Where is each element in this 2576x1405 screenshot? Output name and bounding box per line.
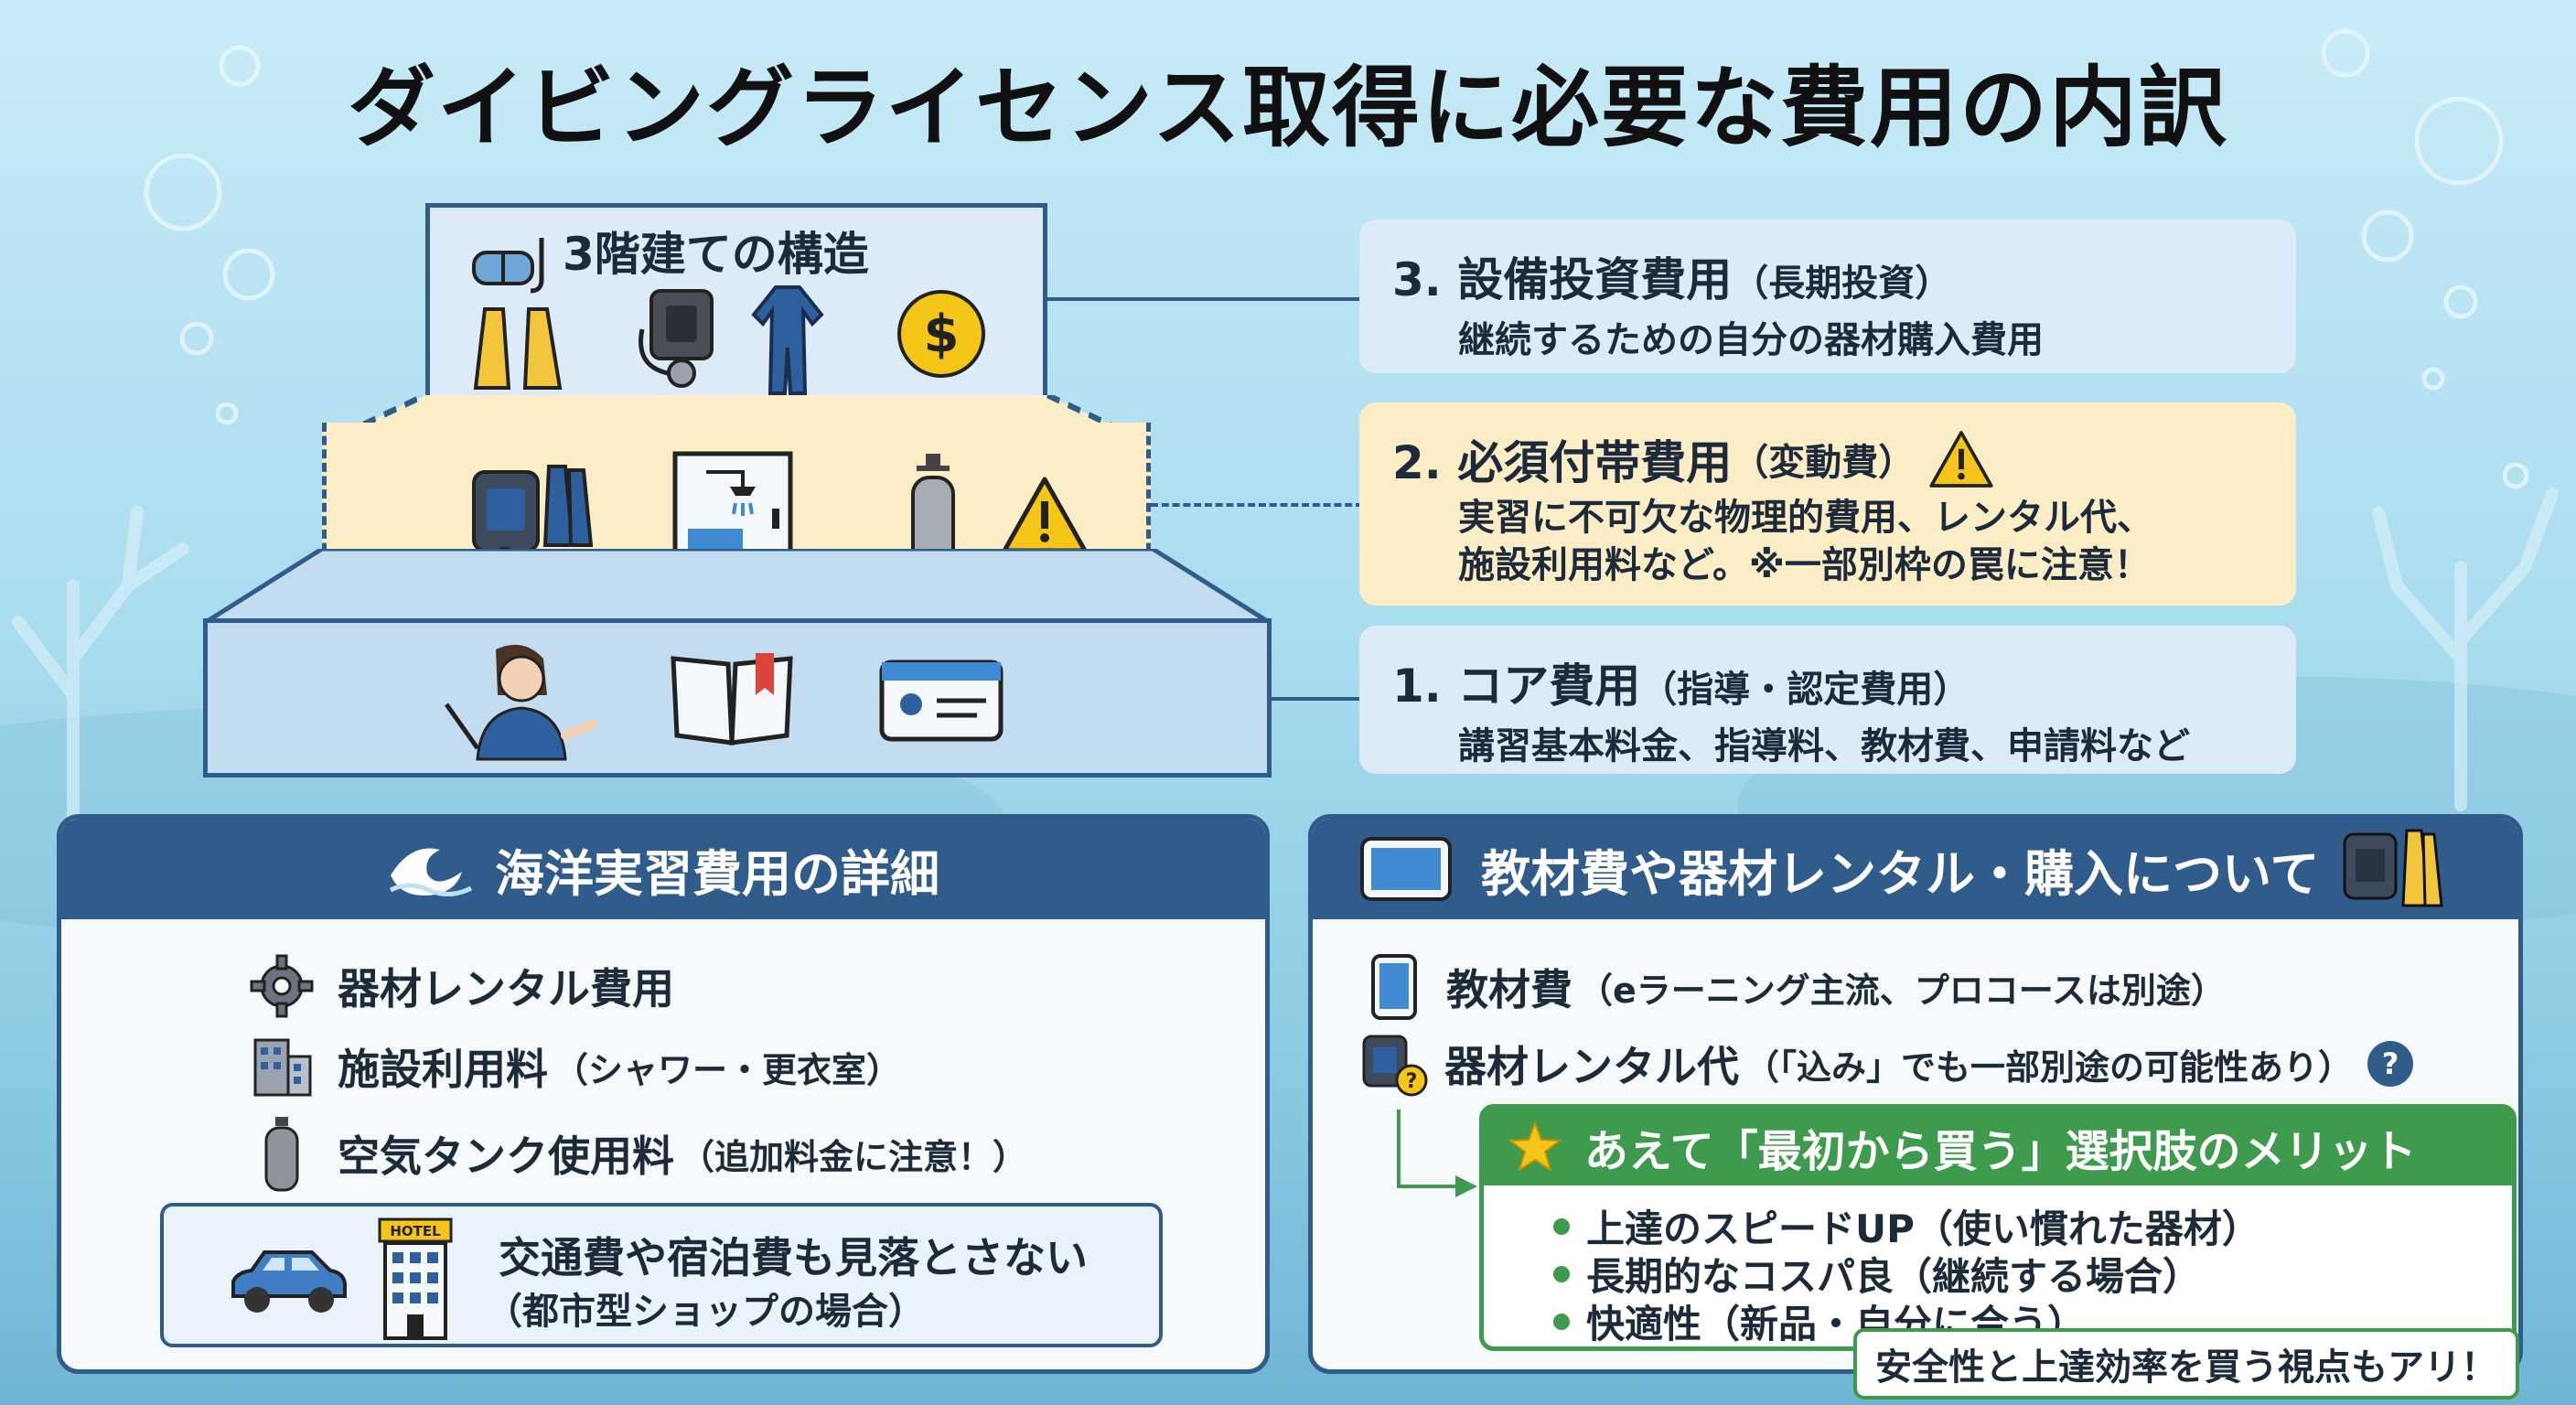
svg-text:?: ? <box>2382 1046 2399 1081</box>
fins-icon <box>473 307 563 390</box>
pyramid-label: 3階建ての構造 <box>563 228 869 281</box>
travel-cost-line-1: 交通費や宿泊費も見落とさない <box>499 1233 1088 1282</box>
page-title: ダイビングライセンス取得に必要な費用の内訳 <box>347 57 2229 159</box>
merit-box: あえて「最初から買う」選択肢のメリット 上達のスピードUP（使い慣れた器材） 長… <box>1479 1104 2517 1351</box>
bcd-regulator-icon <box>639 289 714 388</box>
material-item-textbook-label: 教材費 <box>1446 965 1572 1014</box>
license-card-icon <box>879 660 1004 742</box>
material-item-textbook-sub: （eラーニング主流、プロコースは別途） <box>1578 970 2226 1011</box>
cost-title-tier-2: 2. 必須付帯費用（変動費） <box>1392 426 2263 492</box>
dollar-coin-icon: $ <box>897 290 985 378</box>
merit-note: 安全性と上達効率を買う視点もアリ！ <box>1853 1328 2519 1400</box>
svg-text:?: ? <box>1406 1070 1418 1093</box>
arrow-connector <box>1397 1110 1477 1197</box>
building-icon <box>253 1038 312 1097</box>
merit-item: 上達のスピードUP（使い慣れた器材） <box>1553 1198 2260 1254</box>
bcd-question-icon: ? <box>1362 1035 1428 1097</box>
ocean-practice-panel: 海洋実習費用の詳細 器材レンタル費用 施設利用料 （シャワー・更衣室） 空気タン… <box>57 814 1270 1374</box>
star-icon <box>1508 1121 1562 1173</box>
ocean-item-tank-sub: （追加料金に注意！） <box>680 1136 1028 1177</box>
material-item-textbook: 教材費 （eラーニング主流、プロコースは別途） <box>1369 952 2226 1022</box>
material-item-rental: ? 器材レンタル代 （「込み」でも一部別途の可能性あり） ? <box>1358 1027 2415 1100</box>
material-item-rental-sub: （「込み」でも一部別途の可能性あり） <box>1744 1046 2354 1088</box>
ocean-item-facility-sub: （シャワー・更衣室） <box>553 1049 902 1090</box>
air-tank-icon <box>264 1117 299 1192</box>
wetsuit-icon <box>751 285 824 395</box>
warning-icon <box>1929 431 1993 488</box>
car-icon <box>231 1250 347 1313</box>
materials-panel: 教材費や器材レンタル・購入について 教材費 （eラーニング主流、プロコースは別途… <box>1308 814 2523 1374</box>
ocean-panel-title: 海洋実習費用の詳細 <box>495 844 939 903</box>
svg-text:$: $ <box>924 305 960 364</box>
cost-box-tier-2: 2. 必須付帯費用（変動費） 実習に不可欠な物理的費用、レンタル代、 施設利用料… <box>1359 402 2296 606</box>
gear-icon <box>250 954 314 1018</box>
cost-box-tier-3: 3. 設備投資費用（長期投資） 継続するための自分の器材購入費用 <box>1359 220 2296 373</box>
tier-2-sub: （変動費） <box>1732 442 1916 484</box>
connector-tier-2 <box>1151 503 1363 507</box>
materials-panel-header: 教材費や器材レンタル・購入について <box>1313 819 2518 919</box>
merit-item-text: 上達のスピードUP（使い慣れた器材） <box>1586 1207 2260 1251</box>
tier-1-desc: 講習基本料金、指導料、教材費、申請料など <box>1458 725 2190 767</box>
cost-title-tier-1: 1. コア費用（指導・認定費用） <box>1392 649 2263 715</box>
merit-title: あえて「最初から買う」選択肢のメリット <box>1584 1126 2417 1177</box>
tablet-icon <box>1371 954 1417 1020</box>
tier-3-title: 3. 設備投資費用 <box>1392 253 1733 306</box>
hotel-sign-text: HOTEL <box>390 1223 441 1239</box>
wave-icon <box>389 848 473 896</box>
merit-item-text: 長期的なコスパ良（継続する場合） <box>1586 1254 2202 1299</box>
merit-header: あえて「最初から買う」選択肢のメリット <box>1484 1109 2512 1185</box>
tier-2-desc-2: 施設利用料など。※一部別枠の罠に注意！ <box>1458 544 2151 586</box>
hotel-icon: HOTEL <box>378 1217 453 1340</box>
diving-mask-icon <box>472 238 544 294</box>
ocean-item-facility-label: 施設利用料 <box>338 1045 548 1094</box>
connector-tier-1 <box>1272 697 1363 701</box>
travel-cost-box: HOTEL 交通費や宿泊費も見落とさない （都市型ショップの場合） <box>160 1203 1163 1347</box>
connector-tier-3 <box>1047 297 1363 301</box>
warning-icon <box>1002 477 1088 553</box>
tier-2-desc-1: 実習に不可欠な物理的費用、レンタル代、 <box>1458 497 2153 539</box>
ocean-item-tank-label: 空気タンク使用料 <box>338 1132 674 1181</box>
ocean-panel-header: 海洋実習費用の詳細 <box>61 819 1265 919</box>
travel-cost-line-2: （都市型ショップの場合） <box>486 1291 925 1333</box>
merit-item: 長期的なコスパ良（継続する場合） <box>1553 1246 2201 1302</box>
ocean-item-rental-label: 器材レンタル費用 <box>338 964 674 1014</box>
ocean-item-facility: 施設利用料 （シャワー・更衣室） <box>250 1035 901 1099</box>
materials-panel-title: 教材費や器材レンタル・購入について <box>1481 844 2320 903</box>
cost-title-tier-3: 3. 設備投資費用（長期投資） <box>1392 243 2263 309</box>
pyramid-tier-1-roof <box>203 549 1272 624</box>
ocean-item-rental: 器材レンタル費用 <box>250 954 674 1018</box>
tier-3-desc: 継続するための自分の器材購入費用 <box>1458 319 2044 361</box>
tablet-icon <box>1360 837 1452 901</box>
tier-1-sub: （指導・認定費用） <box>1640 669 1970 711</box>
tier-3-sub: （長期投資） <box>1732 263 1952 305</box>
tier-1-title: 1. コア費用 <box>1392 660 1641 713</box>
cost-box-tier-1: 1. コア費用（指導・認定費用） 講習基本料金、指導料、教材費、申請料など <box>1359 626 2296 774</box>
tier-2-title: 2. 必須付帯費用 <box>1392 436 1733 489</box>
material-item-rental-label: 器材レンタル代 <box>1444 1042 1739 1091</box>
bcd-fins-icon <box>2343 829 2444 907</box>
textbook-icon <box>671 653 793 745</box>
help-circle-icon[interactable]: ? <box>2366 1039 2415 1089</box>
instructor-icon <box>444 644 596 761</box>
ocean-item-tank: 空気タンク使用料 （追加料金に注意！） <box>250 1115 1027 1192</box>
